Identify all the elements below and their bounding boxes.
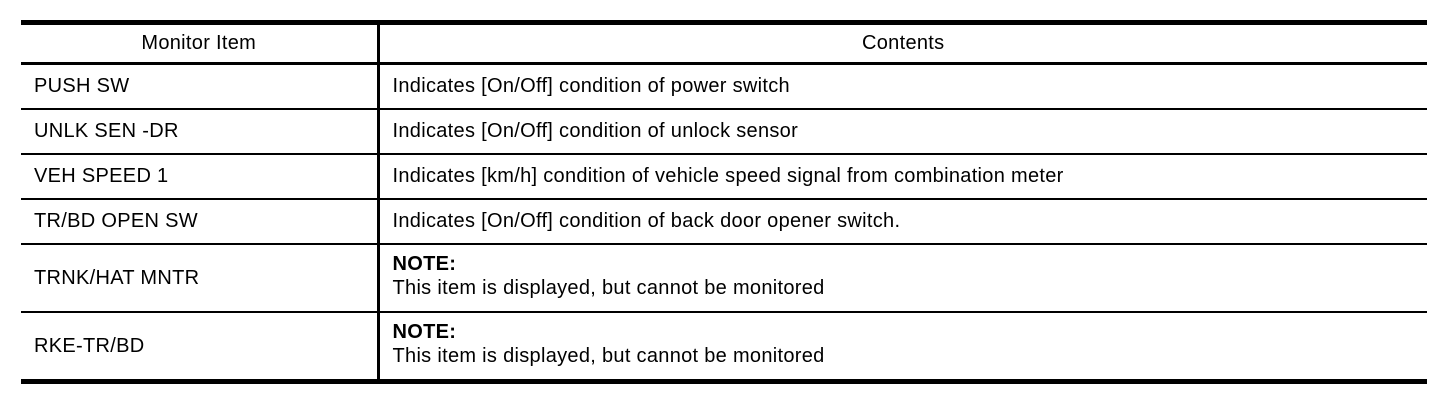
note-label: NOTE:: [392, 253, 457, 275]
table-row: TRNK/HAT MNTR NOTE: This item is display…: [21, 244, 1427, 313]
monitor-item-cell: PUSH SW: [21, 63, 380, 110]
monitor-item-cell: VEH SPEED 1: [21, 154, 380, 200]
column-header-contents: Contents: [378, 22, 1427, 65]
monitor-item-cell: TRNK/HAT MNTR: [21, 244, 380, 313]
contents-cell: Indicates [On/Off] condition of back doo…: [378, 199, 1427, 245]
contents-cell: Indicates [On/Off] condition of power sw…: [378, 63, 1427, 110]
note-text: This item is displayed, but cannot be mo…: [392, 277, 825, 299]
header-row: Monitor Item Contents: [21, 22, 1427, 65]
monitor-item-cell: UNLK SEN -DR: [21, 109, 380, 155]
contents-cell: NOTE: This item is displayed, but cannot…: [378, 312, 1427, 383]
table-body: PUSH SW Indicates [On/Off] condition of …: [21, 63, 1427, 383]
note-text: This item is displayed, but cannot be mo…: [392, 345, 825, 367]
monitor-item-cell: RKE-TR/BD: [21, 312, 380, 383]
note-label: NOTE:: [392, 321, 457, 343]
table-row: VEH SPEED 1 Indicates [km/h] condition o…: [21, 154, 1427, 200]
table-header: Monitor Item Contents: [21, 22, 1427, 65]
table-row: UNLK SEN -DR Indicates [On/Off] conditio…: [21, 109, 1427, 155]
contents-cell: Indicates [On/Off] condition of unlock s…: [378, 109, 1427, 155]
contents-cell: NOTE: This item is displayed, but cannot…: [378, 244, 1427, 313]
monitor-item-table: Monitor Item Contents PUSH SW Indicates …: [21, 20, 1427, 384]
contents-cell: Indicates [km/h] condition of vehicle sp…: [378, 154, 1427, 200]
table-row: PUSH SW Indicates [On/Off] condition of …: [21, 63, 1427, 110]
column-header-monitor-item: Monitor Item: [21, 22, 380, 65]
monitor-item-cell: TR/BD OPEN SW: [21, 199, 380, 245]
table-row: TR/BD OPEN SW Indicates [On/Off] conditi…: [21, 199, 1427, 245]
table-row: RKE-TR/BD NOTE: This item is displayed, …: [21, 312, 1427, 383]
